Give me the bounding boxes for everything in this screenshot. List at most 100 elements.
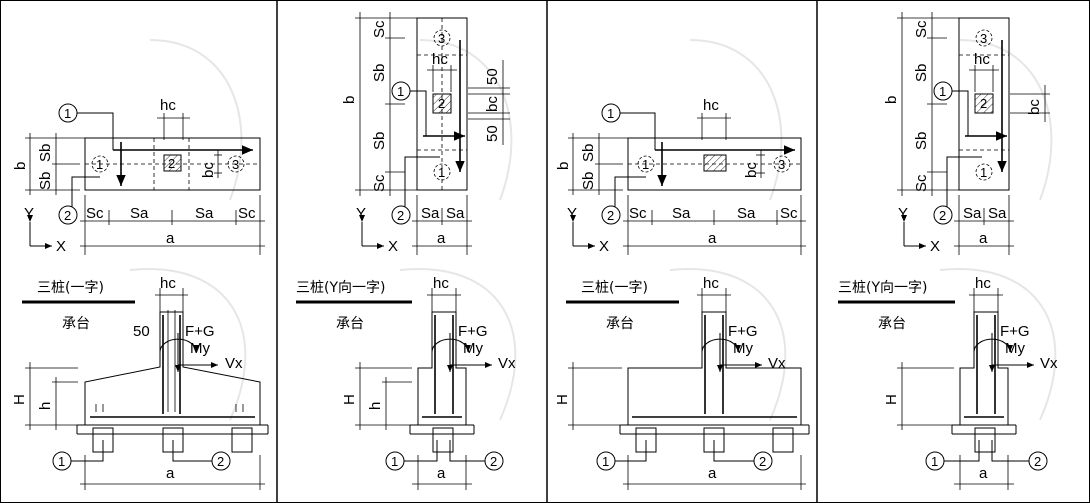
callout-2: 2 [64, 208, 71, 223]
h-label: h [367, 402, 384, 410]
elev-a-label: a [437, 465, 446, 482]
moment-my-label: My [190, 340, 210, 357]
pile-1-label: 1 [642, 157, 649, 172]
sb-label-bottom: Sb [913, 132, 930, 150]
elev-callout-1: 1 [931, 454, 938, 469]
callout-1: 1 [397, 84, 404, 99]
elev-callout-1: 1 [391, 454, 398, 469]
load-fg-label: F+G [458, 323, 488, 340]
pile-2-label: 2 [980, 96, 987, 111]
sb-label-top: Sb [37, 144, 54, 162]
pile-1-label: 1 [438, 165, 445, 180]
elev-callout-2: 2 [217, 454, 224, 469]
elev-callout-1: 1 [602, 454, 609, 469]
a-label-plan: a [437, 230, 446, 247]
hc-label: hc [160, 97, 176, 114]
title-line-1: 三桩(一字) [581, 279, 648, 296]
pile-3-label: 3 [438, 31, 445, 46]
H-label: H [554, 394, 571, 405]
callout-2: 2 [607, 208, 614, 223]
sb-label-top: Sb [580, 144, 597, 162]
sa-label-right: Sa [195, 205, 214, 222]
pile-3-label: 3 [778, 157, 785, 172]
elev-a-label: a [979, 465, 988, 482]
b-label: b [12, 162, 29, 170]
moment-my-label: My [463, 340, 483, 357]
elev-callout-1: 1 [58, 454, 65, 469]
a-label-plan: a [979, 230, 988, 247]
column-plan [703, 154, 727, 172]
H-label: H [883, 394, 900, 405]
hc-label: hc [974, 51, 990, 68]
callout-2: 2 [397, 208, 404, 223]
bc-label: bc [200, 162, 217, 178]
title-line-1: 三桩(一字) [37, 279, 104, 296]
sc-label-right: Sc [238, 205, 256, 222]
sb-label-top: Sb [371, 64, 388, 82]
watermark-shape [939, 39, 1057, 421]
sb-label-top: Sb [913, 64, 930, 82]
axis-y-label: Y [898, 205, 908, 222]
axis-x-label: X [388, 238, 398, 255]
bc-label: bc [1026, 99, 1043, 115]
sa-label-right: Sa [988, 205, 1007, 222]
a-label-plan: a [166, 230, 175, 247]
pile-3-label: 3 [232, 157, 239, 172]
hc-label: hc [703, 97, 719, 114]
shear-vx-label: Vx [1040, 355, 1058, 372]
elev-callout-2: 2 [490, 454, 497, 469]
callout-1: 1 [64, 106, 71, 121]
title-line-1: 三桩(Y向一字) [296, 279, 385, 296]
dim-50-label: 50 [133, 323, 150, 340]
sc-label-left: Sc [86, 205, 104, 222]
cap-elevation [84, 311, 261, 425]
axis-x-label: X [56, 238, 66, 255]
panel-1: 1 2 3 hc bc b Sb Sb Sc Sa Sa Sc a [11, 39, 269, 490]
b-label: b [883, 96, 900, 104]
pile-1-label: 1 [980, 165, 987, 180]
axis-x-label: X [930, 238, 940, 255]
sb-label-bottom: Sb [580, 172, 597, 190]
dim-50-top: 50 [484, 68, 501, 85]
pile-2-label: 2 [168, 156, 175, 171]
pile-2-label: 2 [438, 96, 445, 111]
load-fg-label: F+G [1000, 323, 1030, 340]
hc-label: hc [432, 51, 448, 68]
elev-callout-2: 2 [1034, 454, 1041, 469]
callout-2: 2 [939, 208, 946, 223]
callout-1: 1 [939, 84, 946, 99]
sa-label-left: Sa [130, 205, 149, 222]
column-plan [163, 154, 182, 172]
callout-1: 1 [607, 106, 614, 121]
sc-label-bottom: Sc [371, 174, 388, 192]
pile-3-label: 3 [980, 31, 987, 46]
moment-my-label: My [1005, 340, 1025, 357]
axis-y-label: Y [24, 205, 34, 222]
cap-elevation [417, 311, 467, 425]
load-fg-label: F+G [728, 323, 758, 340]
axis-x-label: X [599, 238, 609, 255]
b-label: b [341, 96, 358, 104]
sa-label-right: Sa [446, 205, 465, 222]
title-line-1: 三桩(Y向一字) [838, 279, 927, 296]
cap-elevation [959, 311, 1009, 425]
load-fg-label: F+G [185, 323, 215, 340]
shear-vx-label: Vx [225, 355, 243, 372]
cap-elevation [627, 311, 802, 425]
sa-label-left: Sa [963, 205, 982, 222]
title-line-2: 承台 [62, 316, 90, 332]
H-label: H [341, 394, 358, 405]
b-label: b [555, 162, 572, 170]
shear-vx-label: Vx [768, 355, 786, 372]
h-label: h [37, 402, 54, 410]
bc-label: bc [484, 96, 501, 112]
dim-50-bottom: 50 [484, 125, 501, 142]
sb-label-bottom: Sb [37, 172, 54, 190]
elev-hc-label: hc [703, 275, 719, 292]
elev-a-label: a [708, 465, 717, 482]
sa-label-right: Sa [737, 205, 756, 222]
H-label: H [11, 394, 28, 405]
cap-plan-outline [958, 17, 1010, 191]
column-plan [974, 93, 994, 114]
title-line-2: 承台 [878, 316, 906, 332]
